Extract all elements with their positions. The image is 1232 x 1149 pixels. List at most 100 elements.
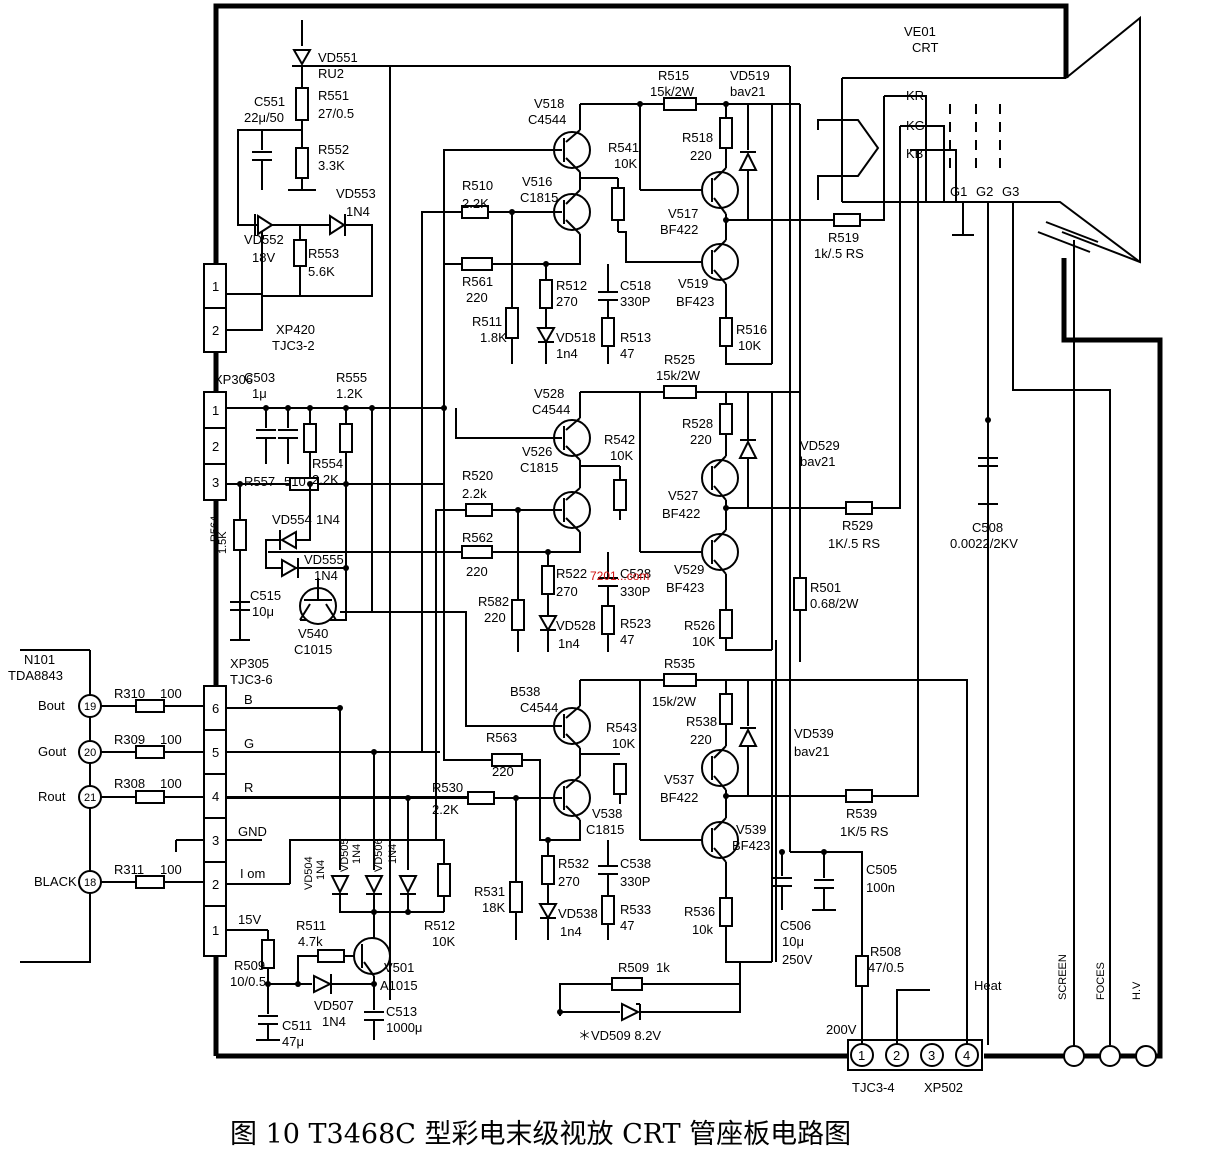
component-label-r515v: 15k/2W — [650, 84, 695, 99]
ic-pin-20-name: Gout — [38, 744, 67, 759]
component-label-v517v: BF422 — [660, 222, 698, 237]
xp420-ref: XP420 — [276, 322, 315, 337]
component-label-r516v: 10K — [738, 338, 761, 353]
component-label-v529: V529 — [674, 562, 704, 577]
right-terminals — [1063, 240, 1157, 1067]
component-label-vd519v: bav21 — [730, 84, 765, 99]
component-label-r532: R532 — [558, 856, 589, 871]
connector-xp420 — [203, 228, 263, 353]
component-label-r508v: 47/0.5 — [868, 960, 904, 975]
component-label-c518v: 330P — [620, 294, 650, 309]
component-label-r512av: 270 — [556, 294, 578, 309]
component-label-v516: V516 — [522, 174, 552, 189]
xp502-ref: XP502 — [924, 1080, 963, 1095]
component-label-r553v: 5.6K — [308, 264, 335, 279]
component-label-ru2: RU2 — [318, 66, 344, 81]
component-label-v526: V526 — [522, 444, 552, 459]
component-label-v538: V538 — [592, 806, 622, 821]
component-label-r519v: 1k/.5 RS — [814, 246, 864, 261]
component-label-r525v: 15k/2W — [656, 368, 701, 383]
component-label-r523v: 47 — [620, 632, 634, 647]
xp306-pin-2: 2 — [212, 439, 219, 454]
component-label-r511bv: 4.7k — [298, 934, 323, 949]
component-label-r310: R310 — [114, 686, 145, 701]
component-label-r511: R511 — [472, 314, 502, 329]
component-label-r553: R553 — [308, 246, 339, 261]
component-label-r512bv: 10K — [432, 934, 455, 949]
component-label-v516v: C1815 — [520, 190, 558, 205]
xp305-sig-b: B — [244, 692, 253, 707]
crt-cathode-kg: KG — [906, 118, 925, 133]
component-label-r508: R508 — [870, 944, 901, 959]
component-label-v529v: BF423 — [666, 580, 704, 595]
power-supply-section — [237, 20, 790, 1000]
component-label-r536: R536 — [684, 904, 715, 919]
component-label-r535: R535 — [664, 656, 695, 671]
xp305-pin-4: 4 — [212, 789, 219, 804]
component-label-c506v: 10μ — [782, 934, 804, 949]
xp305-sig-r: R — [244, 780, 253, 795]
component-label-c551v: 22μ/50 — [244, 110, 284, 125]
component-label-r526v: 10K — [692, 634, 715, 649]
component-label-r509bv: 1k — [656, 960, 670, 975]
output-stage-2 — [268, 126, 901, 840]
component-label-v537v: BF422 — [660, 790, 698, 805]
xp502-pin-2: 2 — [893, 1048, 900, 1063]
component-label-r533: R533 — [620, 902, 651, 917]
input-section — [226, 405, 447, 641]
component-label-vd504: VD504 — [303, 856, 315, 890]
component-label-c528: C528 — [620, 566, 651, 581]
component-label-r513v: 47 — [620, 346, 634, 361]
component-label-c506v2: 250V — [782, 952, 813, 967]
ic-pin-18-num: 18 — [84, 877, 96, 889]
component-label-v538v: C1815 — [586, 822, 624, 837]
component-label-r519: R519 — [828, 230, 859, 245]
component-label-r542: R542 — [604, 432, 635, 447]
component-label-vd552: VD552 — [244, 232, 284, 247]
component-label-vd539v: bav21 — [794, 744, 829, 759]
component-label-vd529: VD529 — [800, 438, 840, 453]
component-label-v540: V540 — [298, 626, 328, 641]
component-label-r308: R308 — [114, 776, 145, 791]
xp305-sig-gnd: GND — [238, 824, 267, 839]
component-label-r563: R563 — [486, 730, 517, 745]
component-label-v537: V537 — [664, 772, 694, 787]
component-label-c513v: 1000μ — [386, 1020, 422, 1035]
component-label-r510: R510 — [462, 178, 493, 193]
component-label-r528v: 220 — [690, 432, 712, 447]
component-label-r536v: 10k — [692, 922, 713, 937]
terminal-foces: FOCES — [1095, 962, 1107, 1000]
component-label-c515v: 10μ — [252, 604, 274, 619]
component-label-r535v: 15k/2W — [652, 694, 697, 709]
component-label-vd507v: 1N4 — [322, 1014, 346, 1029]
component-label-r522v: 270 — [556, 584, 578, 599]
xp305-sig-iom: I om — [240, 866, 265, 881]
component-label-r552v: 3.3K — [318, 158, 345, 173]
component-label-r551: R551 — [318, 88, 349, 103]
component-label-c503v: 1μ — [252, 386, 267, 401]
component-label-c518: C518 — [620, 278, 651, 293]
component-label-r311v: 100 — [160, 862, 182, 877]
component-label-vd509: ＊VD509 8.2V — [578, 1028, 661, 1043]
bias-network — [557, 962, 741, 1022]
component-label-v501: V501 — [384, 960, 414, 975]
component-label-r541v: 10K — [614, 156, 637, 171]
component-label-vd528v: 1n4 — [558, 636, 580, 651]
ic-pin-19-name: Bout — [38, 698, 65, 713]
component-label-r554: R554 — [312, 456, 343, 471]
component-label-r530: R530 — [432, 780, 463, 795]
component-label-r509: R509 — [234, 958, 265, 973]
component-label-vd504v: 1N4 — [315, 860, 327, 880]
component-label-vd555: VD555 — [304, 552, 344, 567]
output-stage-1 — [421, 96, 885, 752]
component-label-vd538: VD538 — [558, 906, 598, 921]
xp305-pin-2: 2 — [212, 877, 219, 892]
component-label-v517: V517 — [668, 206, 698, 221]
ic-pin-19 — [78, 694, 214, 718]
component-label-c528v: 330P — [620, 584, 650, 599]
xp306-pin-3: 3 — [212, 475, 219, 490]
component-label-r310v: 100 — [160, 686, 182, 701]
component-label-vd554: VD554 — [272, 512, 312, 527]
ic-pin-21-name: Rout — [38, 789, 66, 804]
